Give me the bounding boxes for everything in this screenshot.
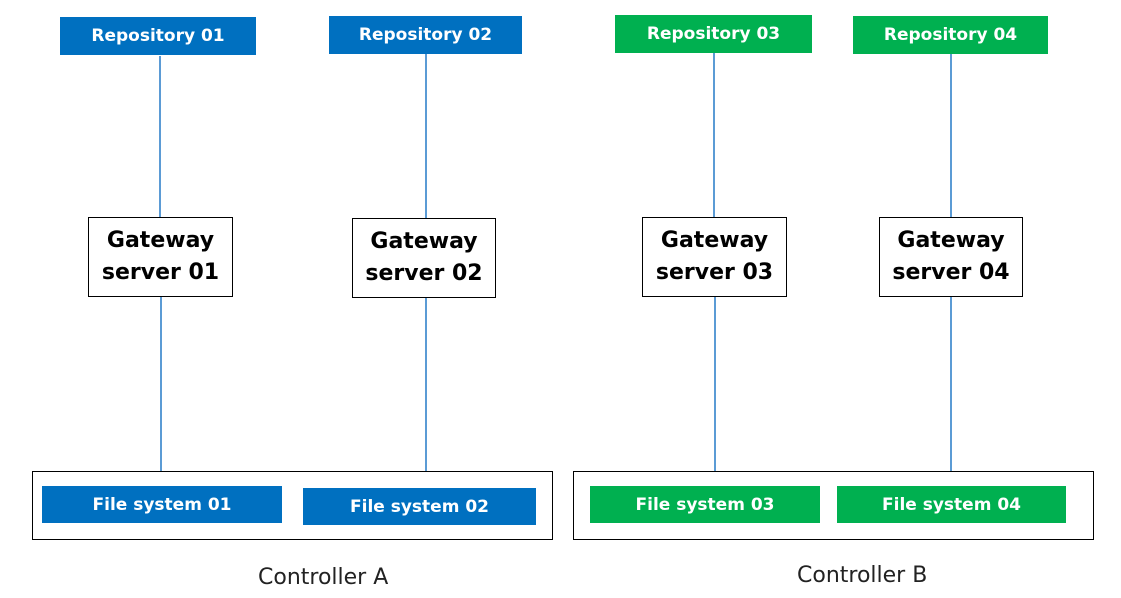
connector-repo-03-gateway-03 <box>713 53 715 218</box>
repository-01-label: Repository 01 <box>91 26 225 46</box>
file-system-01-label: File system 01 <box>92 494 232 515</box>
file-system-02: File system 02 <box>303 488 536 525</box>
gateway-server-04-line1: Gateway <box>897 228 1005 253</box>
connector-repo-02-gateway-02 <box>425 54 427 219</box>
repository-02: Repository 02 <box>329 16 522 54</box>
gateway-server-03-line2: server 03 <box>655 260 774 285</box>
gateway-server-01-line1: Gateway <box>106 228 215 253</box>
connector-repo-04-gateway-04 <box>950 54 952 218</box>
repository-02-label: Repository 02 <box>358 25 493 45</box>
controller-b-label: Controller B <box>797 563 928 588</box>
connector-gateway-04-controller-b <box>950 296 952 472</box>
gateway-server-04-line2: server 04 <box>892 260 1010 285</box>
repository-01: Repository 01 <box>60 17 256 55</box>
file-system-01: File system 01 <box>42 486 282 523</box>
gateway-server-01-line2: server 01 <box>101 260 220 285</box>
gateway-server-02-line1: Gateway <box>370 229 478 254</box>
file-system-03-label: File system 03 <box>635 494 775 515</box>
file-system-02-label: File system 02 <box>350 496 489 517</box>
repository-03-label: Repository 03 <box>646 24 781 44</box>
file-system-03: File system 03 <box>590 486 820 523</box>
repository-04-label: Repository 04 <box>883 25 1018 45</box>
gateway-server-03-line1: Gateway <box>660 228 769 253</box>
connector-repo-01-gateway-01 <box>159 56 161 218</box>
connector-gateway-01-controller-a <box>160 296 162 472</box>
repository-03: Repository 03 <box>615 15 812 53</box>
gateway-server-02: Gateway server 02 <box>352 218 496 298</box>
controller-a-label: Controller A <box>258 565 389 590</box>
gateway-server-01: Gateway server 01 <box>88 217 233 297</box>
connector-gateway-03-controller-b <box>714 296 716 472</box>
connector-gateway-02-controller-a <box>425 297 427 472</box>
gateway-server-02-line2: server 02 <box>365 261 483 286</box>
file-system-04-label: File system 04 <box>882 494 1021 515</box>
file-system-04: File system 04 <box>837 486 1066 523</box>
gateway-server-03: Gateway server 03 <box>642 217 787 297</box>
repository-04: Repository 04 <box>853 16 1048 54</box>
gateway-server-04: Gateway server 04 <box>879 217 1023 297</box>
